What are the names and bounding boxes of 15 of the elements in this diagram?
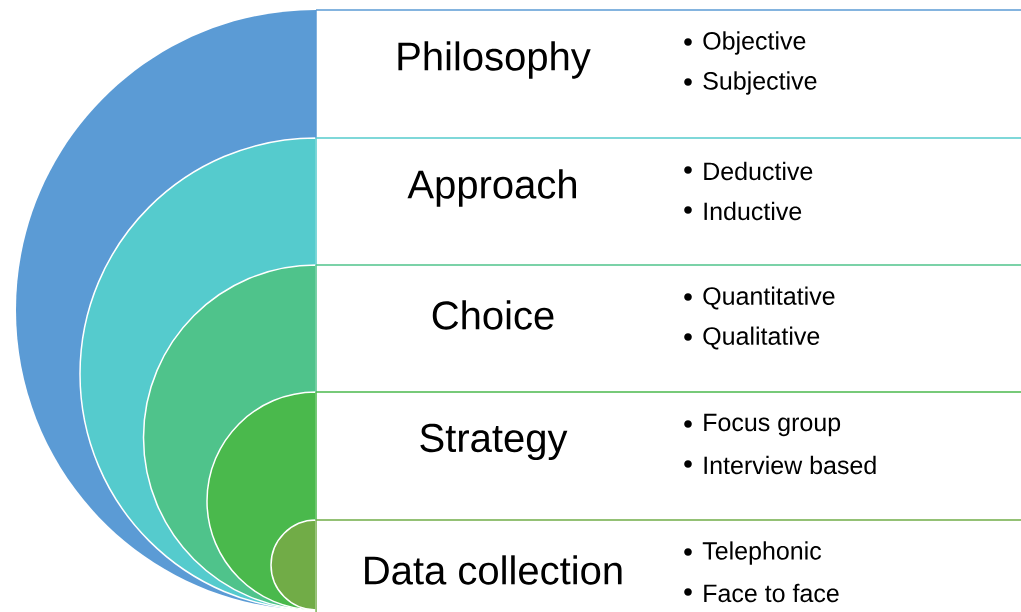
- bullet-item: Face to face: [704, 583, 839, 603]
- row-title: Philosophy: [398, 41, 591, 79]
- bullet-item: Qualitative: [703, 326, 820, 350]
- bullet-item: Subjective: [703, 71, 817, 95]
- row-title: Data collection: [365, 555, 622, 585]
- bullet-item: Inductive: [704, 201, 802, 221]
- row-title: Approach: [407, 169, 576, 207]
- bullet-item: Interview based: [704, 455, 876, 475]
- bullet-item: Objective: [703, 31, 806, 55]
- bullet-item: Telephonic: [702, 541, 822, 565]
- bullet-item: Focus group: [704, 413, 841, 437]
- row-title: Choice: [432, 300, 554, 330]
- bullet-item: Quantitative: [703, 286, 835, 310]
- bullet-item: Deductive: [704, 161, 813, 181]
- row-title: Strategy: [420, 423, 568, 461]
